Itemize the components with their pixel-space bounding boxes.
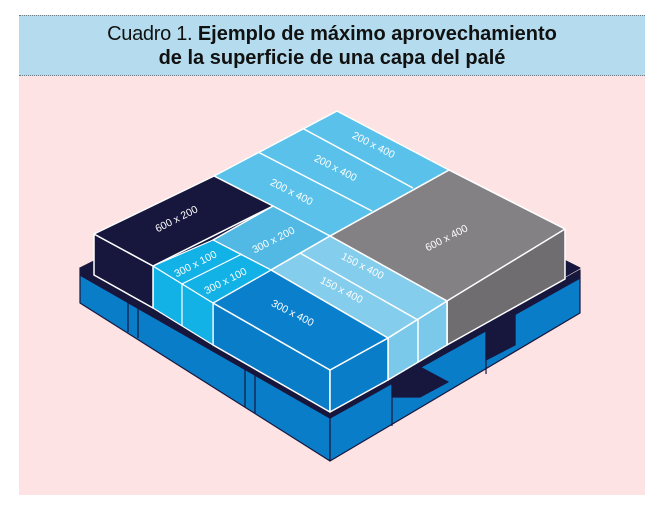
box-600x200	[93, 175, 274, 309]
figure-title-part-2: de la superficie de una capa del palé	[158, 47, 506, 69]
header-line-1: Cuadro 1. Ejemplo de máximo aprovechamie…	[19, 23, 645, 45]
figure-header: Cuadro 1. Ejemplo de máximo aprovechamie…	[19, 15, 645, 76]
figure-title-part-1: Ejemplo de máximo aprovechamiento	[197, 23, 557, 45]
box-300x400	[212, 269, 389, 413]
box-150x400-group	[270, 235, 448, 381]
figure-number: Cuadro 1.	[107, 23, 193, 45]
